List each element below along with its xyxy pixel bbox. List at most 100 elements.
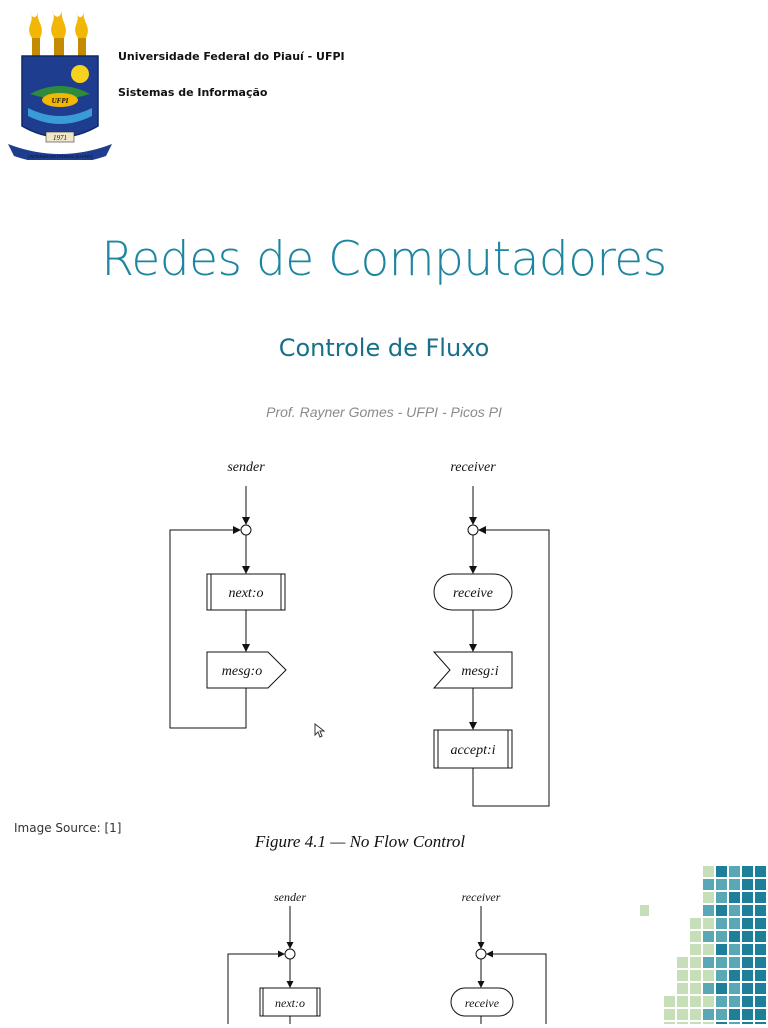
mosaic-square [677,970,688,981]
mosaic-square [716,970,727,981]
mosaic-square [755,1009,766,1020]
mosaic-square [742,996,753,1007]
mosaic-square [716,892,727,903]
mosaic-square [742,970,753,981]
mosaic-square [716,983,727,994]
mosaic-square [664,996,675,1007]
mosaic-square [703,866,714,877]
mosaic-square [729,983,740,994]
ufpi-logo: UFPI 1971 UNIVERSIDADE FEDERAL DO PIAUÍ [6,8,114,164]
mosaic-square [755,944,766,955]
mosaic-square [690,1009,701,1020]
mosaic-square [729,931,740,942]
mosaic-square [716,866,727,877]
mosaic-square [716,957,727,968]
mosaic-square [729,866,740,877]
mosaic-square [690,944,701,955]
mosaic-square [742,866,753,877]
sender-label: sender [227,460,265,475]
mosaic-square [716,1009,727,1020]
mosaic-square [703,1009,714,1020]
mosaic-square [703,970,714,981]
image-source: Image Source: [1] [14,821,122,835]
mouse-cursor-icon [314,722,326,739]
mosaic-square [729,918,740,929]
mosaic-square [755,866,766,877]
mosaic-square [729,1009,740,1020]
mesg-send-box: mesg:o [222,664,262,679]
torch-icon [29,10,88,56]
mosaic-square [742,905,753,916]
logo-year: 1971 [53,134,67,142]
mosaic-square [755,931,766,942]
mosaic-square [716,918,727,929]
accept-box: accept:i [450,743,495,758]
mosaic-square [690,983,701,994]
slide-author: Prof. Rayner Gomes - UFPI - Picos PI [266,404,502,420]
mosaic-square [690,970,701,981]
figure-no-flow-control: sender receiver next:o mesg:o receive me… [150,452,580,858]
mosaic-square [729,879,740,890]
mosaic-square [755,905,766,916]
logo-motto: UNIVERSIDADE FEDERAL DO PIAUÍ [28,154,93,159]
mosaic-square [703,879,714,890]
figure-caption: Figure 4.1 — No Flow Control [254,832,466,851]
mosaic-square [677,996,688,1007]
mosaic-square [742,957,753,968]
mosaic-square [755,996,766,1007]
mesg-recv-box: mesg:i [461,664,498,679]
mosaic-square [742,879,753,890]
next-box: next:o [229,586,264,601]
mosaic-square [729,944,740,955]
receive-box: receive [465,996,500,1010]
mosaic-square [716,879,727,890]
receiver-label: receiver [450,460,496,475]
mosaic-square [690,996,701,1007]
mosaic-square [742,983,753,994]
mosaic-square [742,944,753,955]
mosaic-square [677,983,688,994]
mosaic-square [729,905,740,916]
mosaic-square [755,983,766,994]
mosaic-square [729,892,740,903]
mosaic-square [755,892,766,903]
mosaic-square [755,970,766,981]
mosaic-square [703,892,714,903]
mosaic-square [729,957,740,968]
logo-acronym: UFPI [52,97,69,105]
receiver-label: receiver [462,890,501,904]
mosaic-square [703,957,714,968]
mosaic-square [742,918,753,929]
mosaic-square [742,1009,753,1020]
mosaic-square [729,970,740,981]
mosaic-square [742,931,753,942]
mosaic-square [729,996,740,1007]
course-name: Sistemas de Informação [118,86,268,99]
mosaic-square [677,1009,688,1020]
mosaic-square [703,944,714,955]
mosaic-square [742,892,753,903]
mosaic-square [703,996,714,1007]
mosaic-square [716,944,727,955]
mosaic-square [716,996,727,1007]
mosaic-square [677,957,688,968]
mosaic-square [755,957,766,968]
receive-box: receive [453,586,493,601]
mosaic-square [703,931,714,942]
mosaic-square [690,931,701,942]
mosaic-square [690,957,701,968]
mosaic-square [703,983,714,994]
decorative-mosaic [638,862,768,1028]
mosaic-square [703,918,714,929]
mosaic-square [755,879,766,890]
mosaic-square [703,905,714,916]
next-box: next:o [275,996,305,1010]
mosaic-square [755,918,766,929]
university-name: Universidade Federal do Piauí - UFPI [118,50,345,63]
slide-subtitle: Controle de Fluxo [278,334,490,362]
mosaic-square [716,905,727,916]
mosaic-square [716,931,727,942]
figure-flow-control-partial: sender receiver next:o receive [200,884,580,1024]
mosaic-square [690,918,701,929]
slide-title: Redes de Computadores [101,232,667,287]
